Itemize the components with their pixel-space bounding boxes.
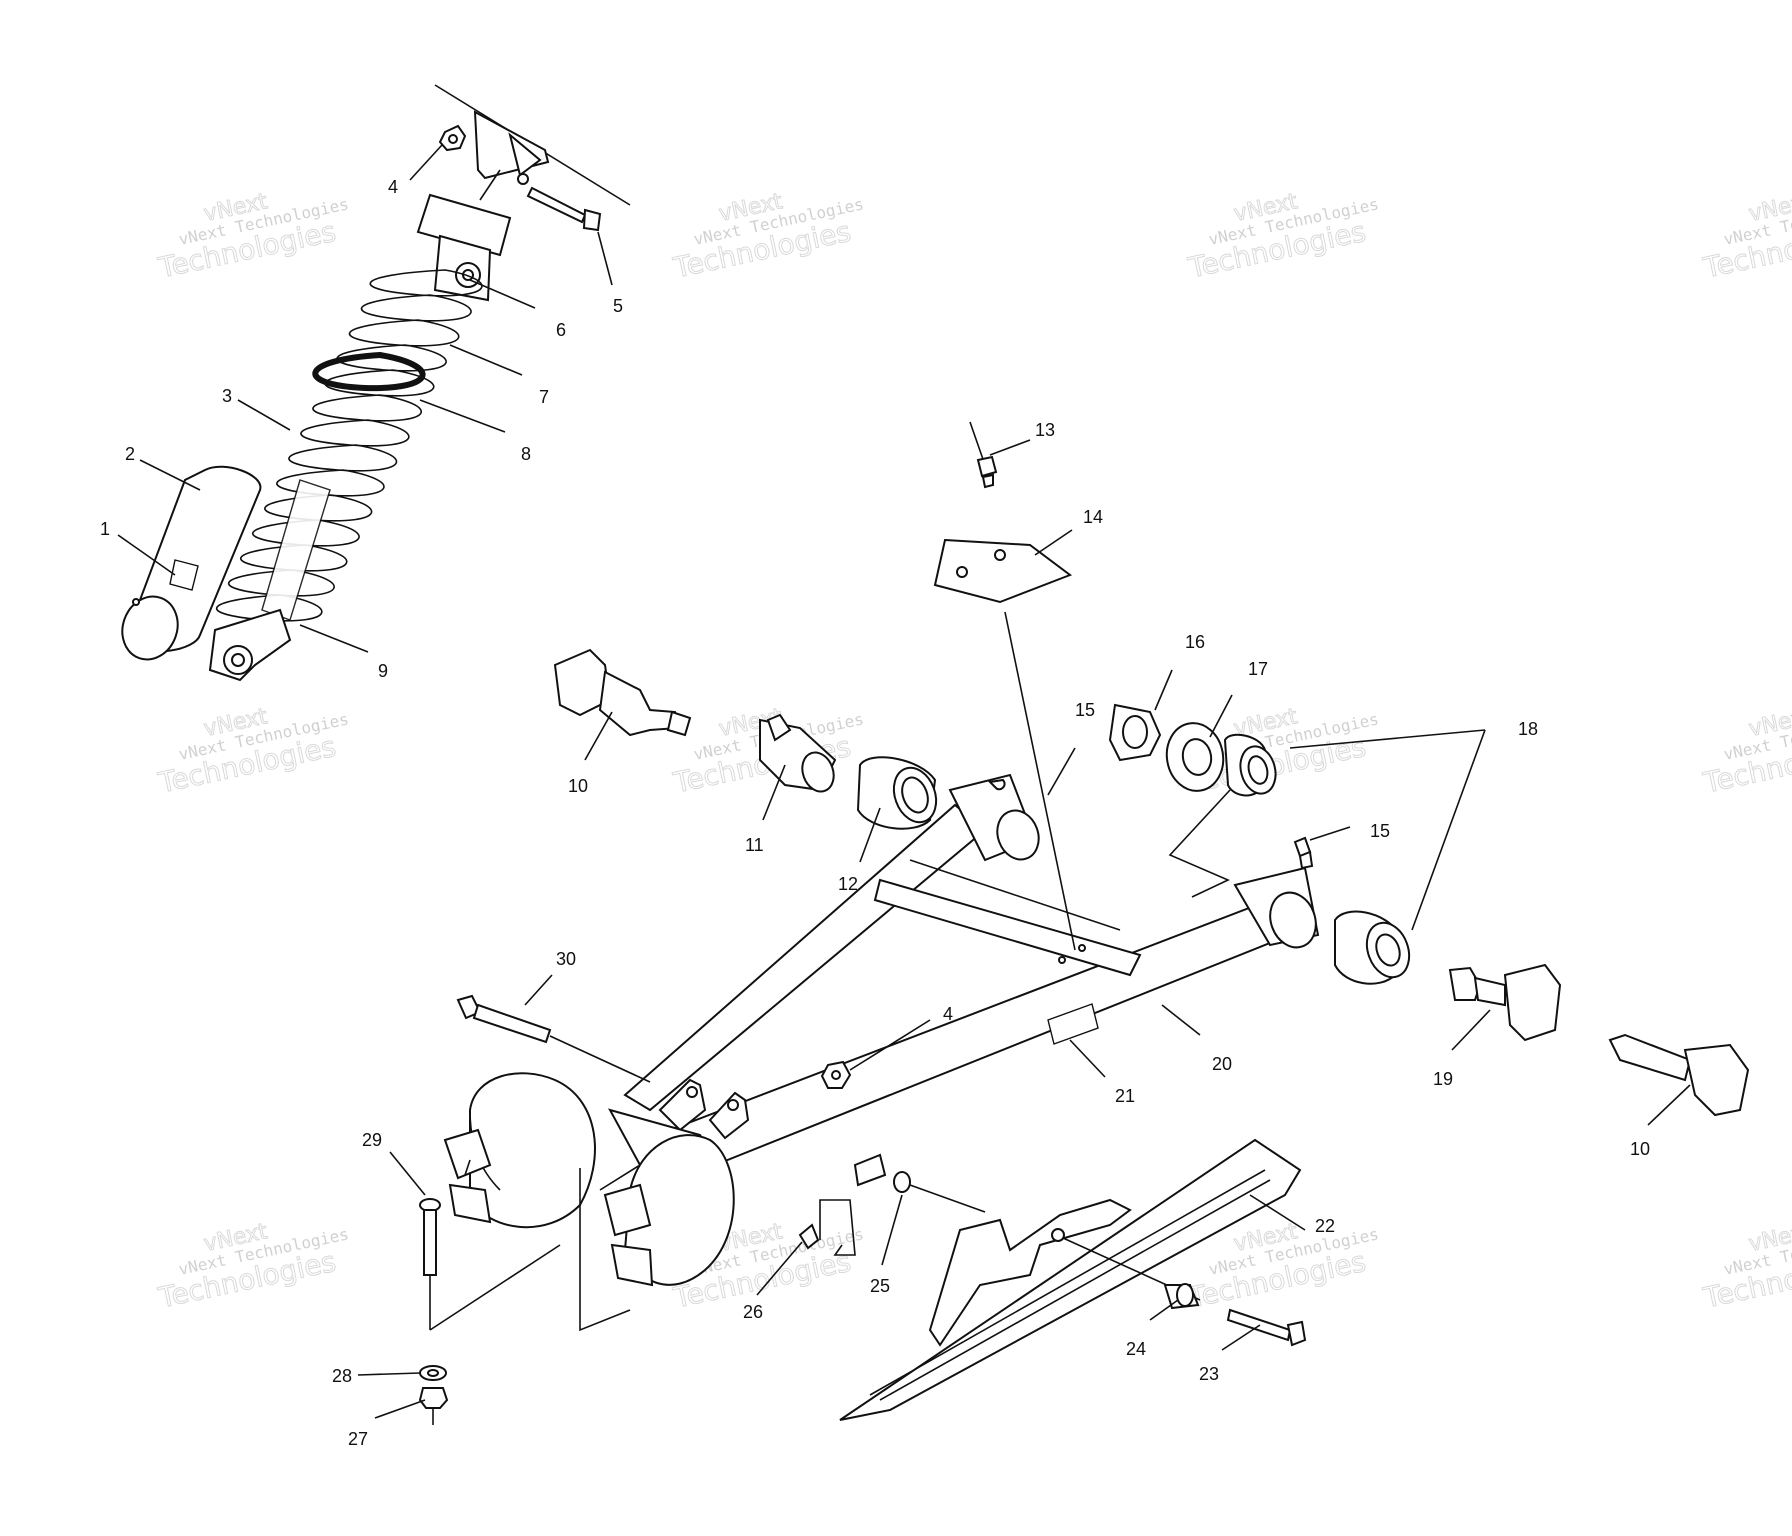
shock-nut — [438, 124, 467, 152]
pivot-nut — [1108, 703, 1162, 762]
watermark: vNext vNext Technologies Technologies — [1699, 1219, 1792, 1316]
watermark: vNext vNext Technologies Technologies — [154, 1219, 350, 1316]
callout-13: 13 — [1035, 420, 1055, 440]
pivot-sleeve — [759, 713, 837, 793]
watermark: vNext vNext Technologies Technologies — [669, 189, 865, 286]
callout-11: 11 — [745, 835, 764, 855]
swing-arm-frame — [599, 773, 1320, 1191]
callout-17: 17 — [1248, 659, 1268, 679]
skid-plate — [933, 538, 1076, 951]
shock-lower-bolt — [456, 994, 651, 1083]
callout-20: 20 — [1212, 1054, 1232, 1074]
callout-23: 23 — [1199, 1364, 1219, 1384]
spring-retainer-ring — [312, 351, 426, 392]
watermark: vNext vNext Technologies Technologies — [1184, 189, 1380, 286]
watermark: vNext vNext Technologies Technologies — [1699, 704, 1792, 801]
clip-fastener — [853, 1153, 986, 1213]
shock-bolt — [517, 173, 602, 232]
callout-25: 25 — [870, 1276, 890, 1296]
callout-9: 9 — [378, 661, 388, 681]
callout-19: 19 — [1433, 1069, 1453, 1089]
shock-top-eye — [416, 193, 512, 302]
callout-15-top: 15 — [1075, 700, 1095, 720]
grease-fitting-right — [1293, 836, 1314, 870]
shock-body — [261, 479, 331, 621]
callout-22: 22 — [1315, 1216, 1335, 1236]
watermark: vNext vNext Technologies Technologies — [154, 704, 350, 801]
shock-reservoir — [121, 465, 262, 661]
watermark: vNext vNext Technologies Technologies — [154, 189, 350, 286]
callout-10-left: 10 — [568, 776, 588, 796]
pivot-shoulder-bolt — [1448, 963, 1562, 1042]
callout-4-lower: 4 — [943, 1004, 953, 1024]
callout-27: 27 — [348, 1429, 368, 1449]
guard-spacer — [1163, 1283, 1200, 1310]
callout-4: 4 — [388, 177, 398, 197]
callout-6: 6 — [556, 320, 566, 340]
pivot-washer — [1165, 722, 1225, 792]
callout-12: 12 — [838, 874, 858, 894]
pivot-bushing-right-top — [1223, 733, 1277, 797]
callout-5: 5 — [613, 296, 623, 316]
callout-7: 7 — [539, 387, 549, 407]
callout-labels: 1 2 3 4 5 6 7 8 9 10 11 12 13 14 15 16 1… — [100, 177, 1650, 1449]
callout-1: 1 — [100, 519, 110, 539]
grease-fitting-top — [969, 421, 998, 489]
swing-arm-right-wheel-hoop — [579, 1134, 735, 1332]
pivot-bolt-left — [553, 648, 692, 737]
callout-15-right: 15 — [1370, 821, 1390, 841]
callout-3: 3 — [222, 386, 232, 406]
mounting-nut — [418, 1387, 449, 1425]
shock-spring — [215, 269, 483, 622]
leader-lines — [117, 144, 1691, 1419]
chain-guard — [839, 1138, 1302, 1421]
shock-bottom-eye — [208, 608, 292, 682]
callout-24: 24 — [1126, 1339, 1146, 1359]
guard-bolt — [1226, 1308, 1307, 1347]
mounting-bolt — [419, 1198, 561, 1331]
shock-lower-nut — [820, 1060, 852, 1089]
pivot-bushing-left — [856, 756, 938, 830]
watermark: vNext vNext Technologies Technologies — [1699, 189, 1792, 286]
callout-8: 8 — [521, 444, 531, 464]
pivot-bushing-right — [1334, 910, 1411, 985]
callout-14: 14 — [1083, 507, 1103, 527]
callout-26: 26 — [743, 1302, 763, 1322]
callout-18: 18 — [1518, 719, 1538, 739]
pivot-bolt-right — [1608, 1033, 1750, 1117]
callout-2: 2 — [125, 444, 135, 464]
rivet — [798, 1223, 820, 1250]
callout-30: 30 — [556, 949, 576, 969]
callout-28: 28 — [332, 1366, 352, 1386]
mounting-washer — [419, 1365, 447, 1381]
callout-21: 21 — [1115, 1086, 1135, 1106]
callout-16: 16 — [1185, 632, 1205, 652]
shock-mount-bracket — [434, 84, 631, 206]
callout-29: 29 — [362, 1130, 382, 1150]
callout-10-right: 10 — [1630, 1139, 1650, 1159]
swing-arm-left-wheel-hoop — [443, 1072, 596, 1229]
